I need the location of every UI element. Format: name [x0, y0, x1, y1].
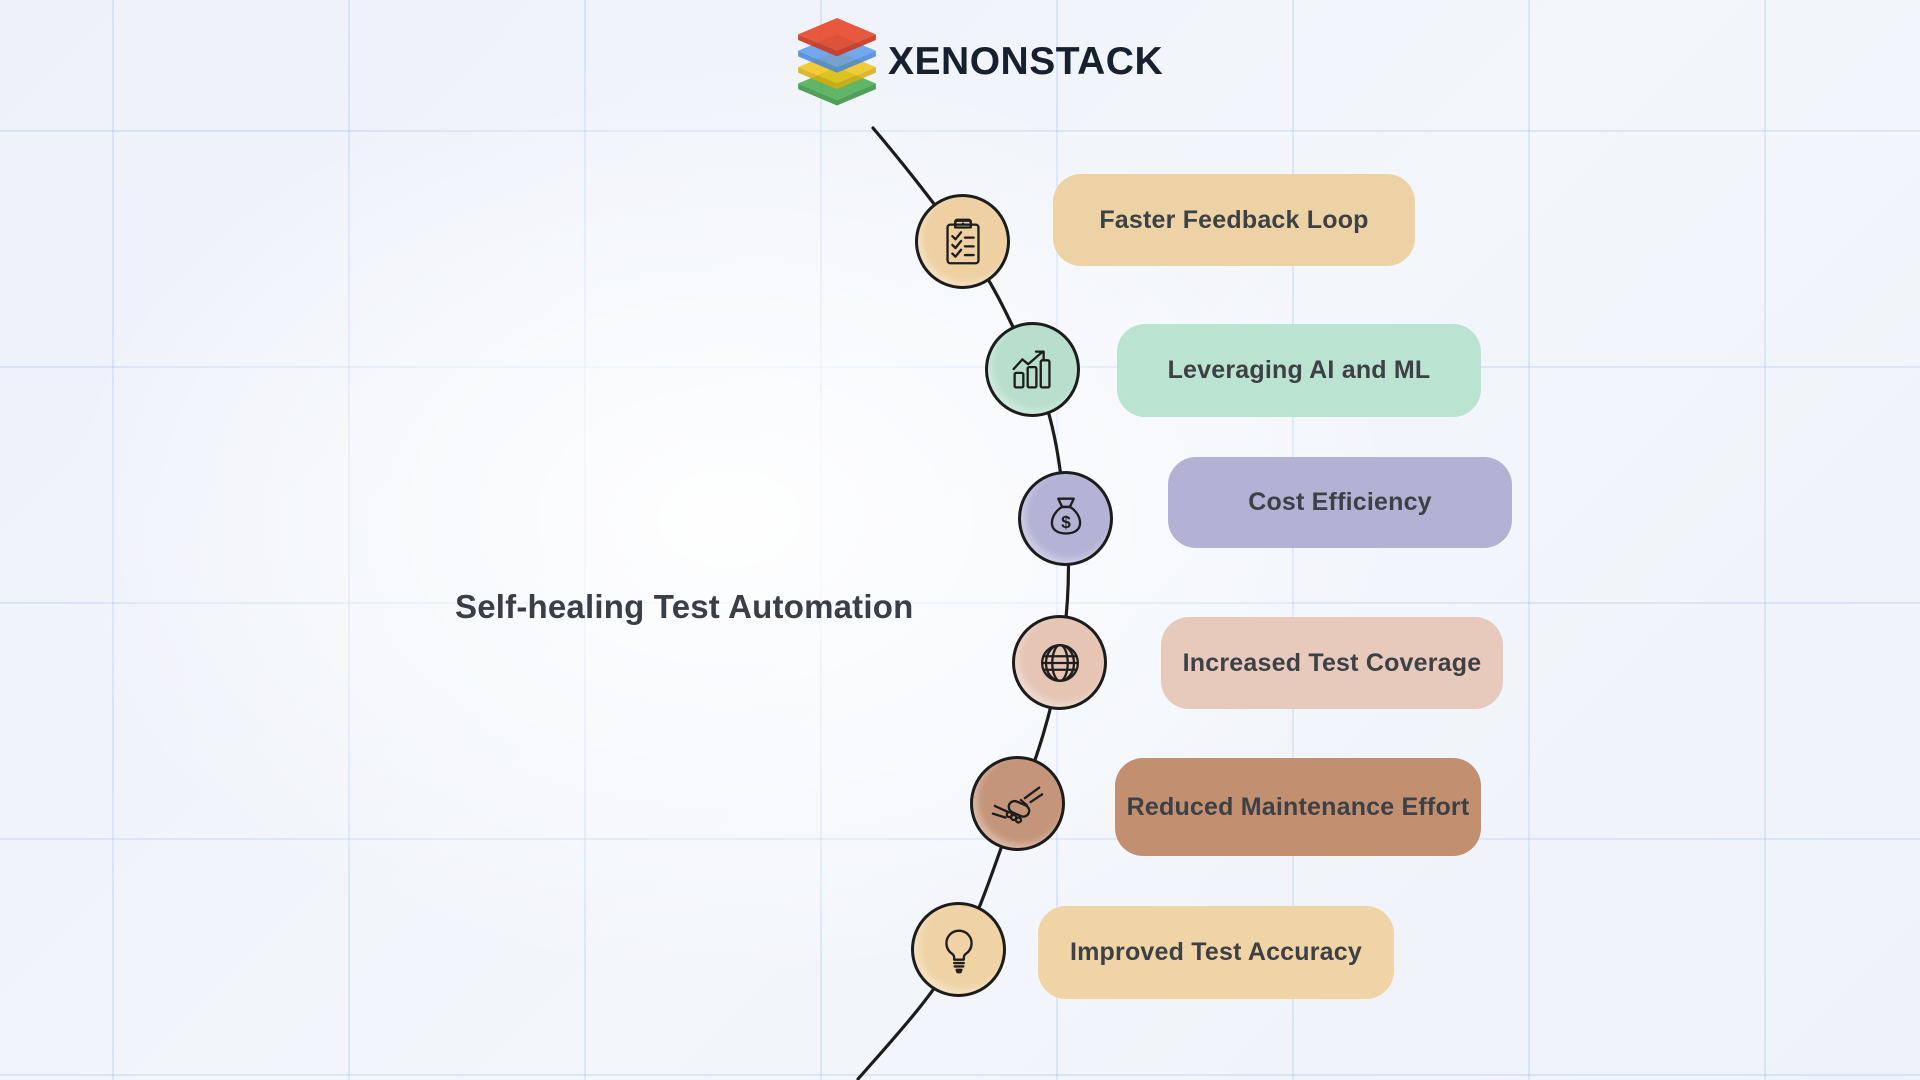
- handshake-icon: [991, 785, 1043, 824]
- step-1-pill: Faster Feedback Loop: [1053, 174, 1415, 266]
- step-6-circle: [911, 902, 1006, 997]
- step-4-label: Increased Test Coverage: [1182, 648, 1482, 677]
- step-5-circle: [970, 756, 1065, 851]
- step-1-circle: [915, 194, 1010, 289]
- step-4-pill: Increased Test Coverage: [1161, 617, 1503, 709]
- step-3-label: Cost Efficiency: [1248, 488, 1432, 516]
- step-3-pill: Cost Efficiency: [1168, 457, 1512, 548]
- lightbulb-icon: [944, 929, 973, 973]
- step-2-label: Leveraging AI and ML: [1167, 356, 1431, 384]
- diagram-title: Self-healing Test Automation: [455, 588, 914, 625]
- step-2-circle: [985, 322, 1080, 417]
- step-2-pill: Leveraging AI and ML: [1117, 324, 1481, 417]
- step-4-circle: [1012, 615, 1107, 710]
- step-6-pill: Improved Test Accuracy: [1038, 906, 1394, 999]
- globe-icon: [1040, 643, 1079, 682]
- step-5-pill: Reduced Maintenance Effort: [1115, 758, 1481, 856]
- step-5-label: Reduced Maintenance Effort: [1126, 792, 1470, 821]
- growth-chart-icon: [1012, 349, 1051, 389]
- step-1-label: Faster Feedback Loop: [1099, 205, 1369, 234]
- brand-name: XENONSTACK: [888, 40, 1164, 83]
- step-3-circle: $: [1018, 471, 1113, 566]
- money-bag-icon: $: [1050, 497, 1081, 535]
- layer-stack-icon: [798, 18, 876, 106]
- svg-text:$: $: [1061, 512, 1071, 532]
- step-6-label: Improved Test Accuracy: [1069, 938, 1362, 966]
- clipboard-checklist-icon: [945, 218, 980, 264]
- brand-logo: XENONSTACK: [796, 18, 1163, 106]
